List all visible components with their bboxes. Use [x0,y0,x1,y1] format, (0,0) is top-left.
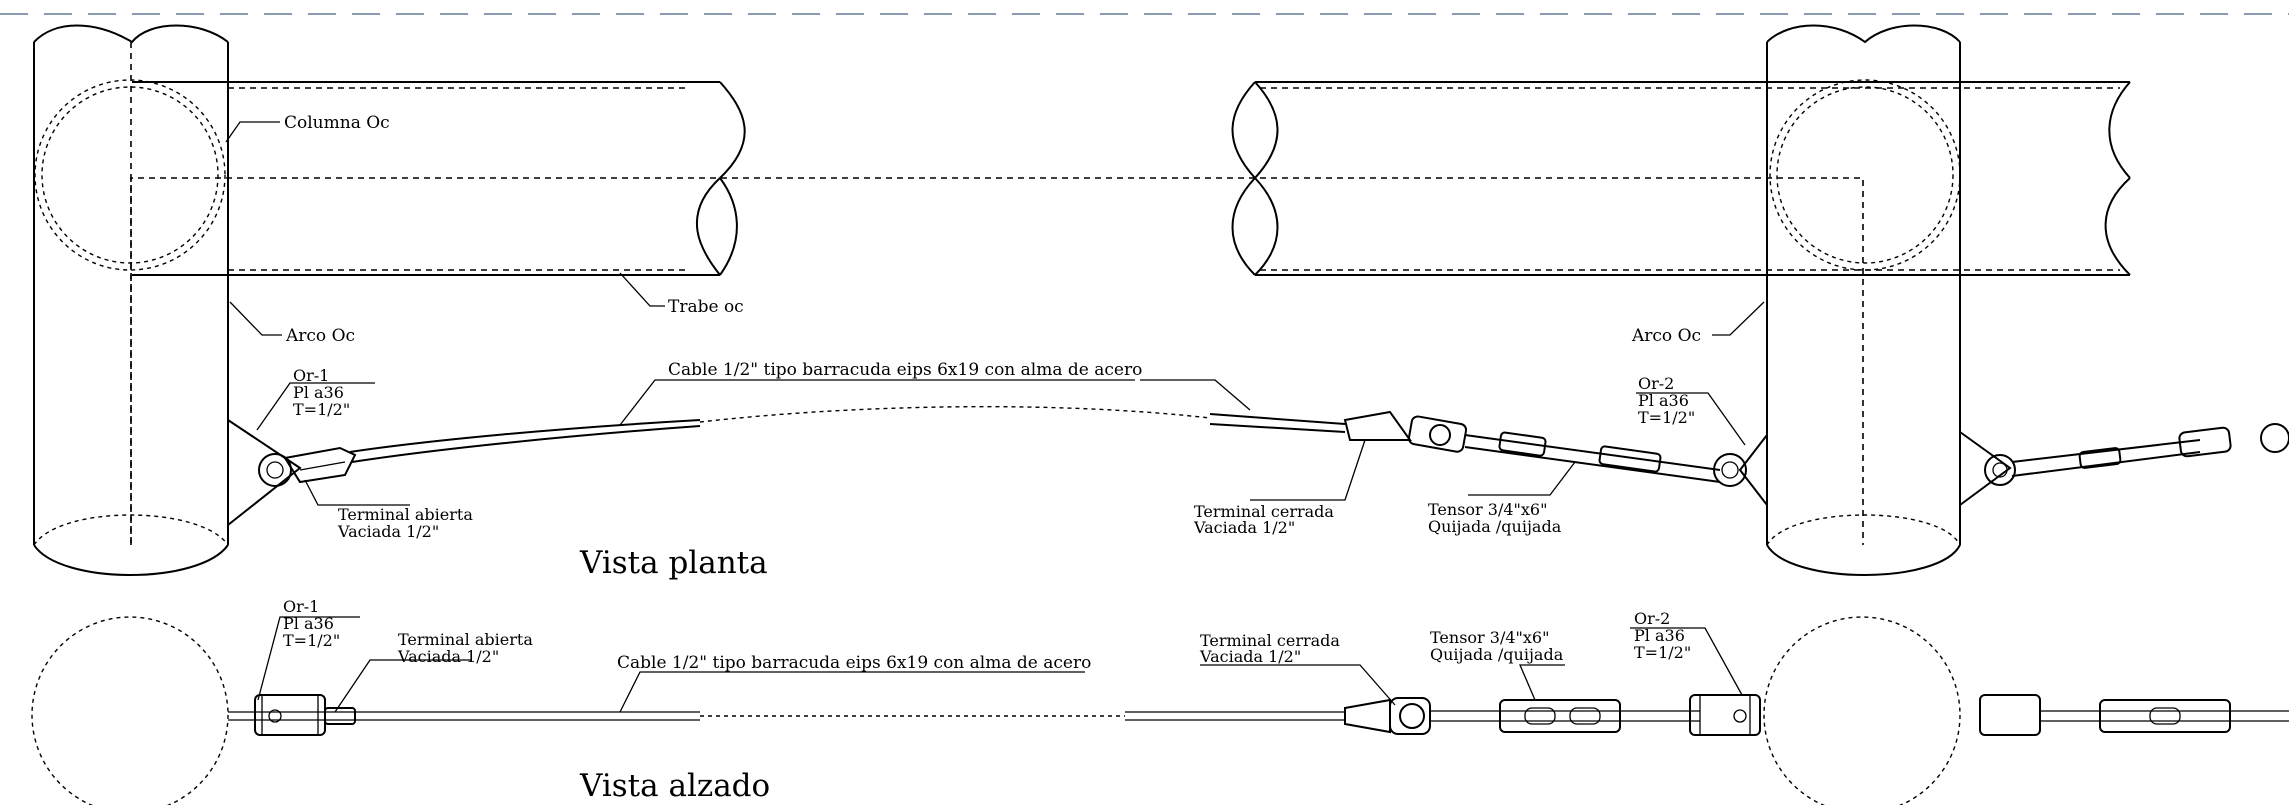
or1-t: T=1/2" [293,400,350,419]
or1-pl: Pl a36 [293,383,344,402]
or1-elev-pl: Pl a36 [283,614,334,633]
terminal-abierta-elev-l1: Terminal abierta [398,630,533,649]
label-columna: Columna Oc [225,113,390,143]
left-column [33,24,229,576]
cable-label-elev: Cable 1/2" tipo barracuda eips 6x19 con … [617,653,1091,673]
terminal-cerrada-l2: Vaciada 1/2" [1193,518,1295,537]
terminal-abierta-l1: Terminal abierta [338,505,473,524]
plate-or1 [227,419,302,526]
label-terminal-cerrada-elev: Terminal cerrada Vaciada 1/2" [1199,631,1396,706]
right-column-section [1763,616,1961,805]
tensor-l1: Tensor 3/4"x6" [1428,500,1547,519]
plate-right-edge [1959,423,2289,506]
or1-elev-t: T=1/2" [283,631,340,650]
fitting-right-edge-elev [1979,694,2289,736]
label-or2-elev: Or-2 Pl a36 T=1/2" [1630,609,1743,696]
terminal-abierta-l2: Vaciada 1/2" [337,522,439,541]
left-column-section [31,616,229,805]
tensor-elev-l2: Quijada /quijada [1430,645,1564,664]
cable-right [1209,413,1346,433]
label-or1-plan: Or-1 Pl a36 T=1/2" [256,366,375,431]
trabe-label: Trabe oc [668,297,744,317]
arco-right-label: Arco Oc [1631,326,1701,346]
label-cable-elev: Cable 1/2" tipo barracuda eips 6x19 con … [617,653,1091,713]
cable-left [349,419,701,463]
tensor-elev-l1: Tensor 3/4"x6" [1430,628,1549,647]
elevation-view: Or-1 Pl a36 T=1/2" Terminal abierta Vaci… [31,597,2289,805]
or1-name: Or-1 [293,366,329,385]
right-column [1766,24,1961,576]
terminal-abierta-elev-l2: Vaciada 1/2" [397,647,499,666]
left-arc-circle [34,79,226,271]
fitting-or2-elev [1689,694,1761,736]
right-arc-circle [1769,79,1961,271]
label-terminal-abierta-elev: Terminal abierta Vaciada 1/2" [334,630,533,713]
plan-view: Columna Oc Trabe oc Arco Oc Arco Oc Or-1… [33,24,2289,581]
or2-elev-t: T=1/2" [1634,643,1691,662]
right-beam [1231,81,2131,276]
arco-left-label: Arco Oc [285,326,355,346]
or2-elev-pl: Pl a36 [1634,626,1685,645]
label-terminal-cerrada-plan: Terminal cerrada Vaciada 1/2" [1193,439,1366,537]
or2-elev-name: Or-2 [1634,609,1670,628]
arco-dashed-path [130,177,1864,545]
turnbuckle [1464,431,1721,483]
or2-pl: Pl a36 [1638,391,1689,410]
or2-name: Or-2 [1638,374,1674,393]
label-or2-plan: Or-2 Pl a36 T=1/2" [1636,374,1746,446]
label-trabe: Trabe oc [619,272,744,317]
terminal-cerrada-l1: Terminal cerrada [1194,502,1334,521]
or1-elev-name: Or-1 [283,597,319,616]
plan-title: Vista planta [579,545,768,581]
left-beam [132,81,746,276]
terminal-cerrada-elev-l1: Terminal cerrada [1200,631,1340,650]
label-tensor-elev: Tensor 3/4"x6" Quijada /quijada [1430,628,1565,701]
label-or1-elev: Or-1 Pl a36 T=1/2" [257,597,360,701]
cable-label-plan: Cable 1/2" tipo barracuda eips 6x19 con … [668,360,1142,380]
label-terminal-abierta-plan: Terminal abierta Vaciada 1/2" [304,479,473,541]
label-cable-plan: Cable 1/2" tipo barracuda eips 6x19 con … [619,360,1142,426]
plate-or2 [1713,434,1768,506]
open-terminal [283,446,357,484]
cable-dashed [699,405,1211,423]
closed-terminal [1343,410,1468,453]
label-arco-right: Arco Oc [1631,301,1765,346]
or2-t: T=1/2" [1638,408,1695,427]
tensor-l2: Quijada /quijada [1428,517,1562,536]
closed-terminal-elev [1344,697,1431,735]
turnbuckle-elev [1430,699,1700,733]
columna-label: Columna Oc [284,113,390,133]
elev-title: Vista alzado [579,768,770,804]
label-tensor-plan: Tensor 3/4"x6" Quijada /quijada [1428,461,1576,536]
label-arco-left: Arco Oc [229,301,355,346]
terminal-cerrada-elev-l2: Vaciada 1/2" [1199,647,1301,666]
fitting-or1-elev [254,694,356,736]
